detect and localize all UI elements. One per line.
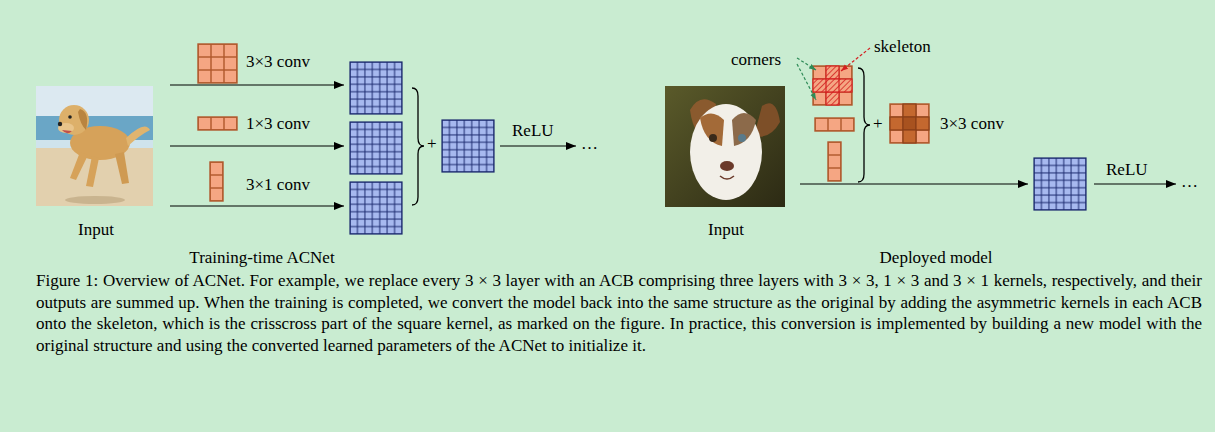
feature-map <box>350 182 402 234</box>
sub-caption: Training-time ACNet <box>62 248 462 268</box>
kernel-skeleton <box>813 66 852 105</box>
arrows <box>170 85 1176 206</box>
brace <box>412 88 424 205</box>
kernel-deployed <box>890 104 929 143</box>
conv-kernel: 1×3 conv <box>198 114 312 136</box>
figure-caption: Figure 1: Overview of ACNet. For example… <box>36 270 1202 356</box>
input-image: Input <box>665 86 787 242</box>
node-label: 3×3 conv <box>246 52 310 72</box>
kernel-3x1 <box>828 142 841 181</box>
conv-kernel: 3×1 conv <box>210 162 312 202</box>
node-label: 3×1 conv <box>246 175 310 195</box>
kernel-3x1 <box>210 162 223 201</box>
kernel-1x3 <box>815 118 854 131</box>
kernel-3x3 <box>198 44 237 83</box>
activation-label: ReLU <box>1106 160 1148 180</box>
feature-map <box>442 120 494 172</box>
feature-map <box>350 122 402 174</box>
sub-caption: Deployed model <box>736 248 1136 268</box>
node-label: Input <box>36 220 156 240</box>
activation-label: ReLU <box>512 121 554 141</box>
input-image: Input <box>36 86 156 242</box>
node-label: 3×3 conv <box>940 114 1004 134</box>
conv-kernel: 3×3 conv <box>890 104 1006 144</box>
callout-label: skeleton <box>874 37 931 57</box>
leader-line <box>797 64 816 100</box>
feature-map <box>350 62 402 114</box>
kernel-1x3 <box>198 117 237 130</box>
node-label: 1×3 conv <box>246 114 310 134</box>
feature-map <box>1034 158 1086 210</box>
callout-label: corners <box>731 50 781 70</box>
node-label: Input <box>665 220 787 240</box>
conv-kernel: 3×3 conv <box>198 44 312 84</box>
plus-sign: + <box>427 134 437 154</box>
brace <box>858 68 870 182</box>
plus-sign: + <box>873 114 883 134</box>
leader-line <box>841 48 870 71</box>
input-photo <box>665 86 785 207</box>
ellipsis: … <box>1181 172 1198 192</box>
ellipsis: … <box>581 134 598 154</box>
input-photo <box>36 86 153 206</box>
